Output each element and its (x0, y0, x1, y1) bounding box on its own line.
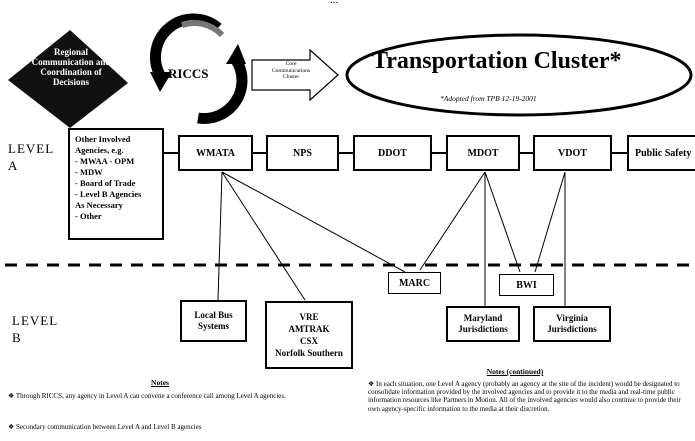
level-b-label: LEVEL B (12, 313, 59, 345)
nps-box: NPS (266, 135, 339, 171)
notes-continued-title: Notes (continued) (486, 367, 544, 376)
top-partial-text: ... (330, 0, 339, 6)
regional-coordination-badge: Regional Communication and Coordination … (31, 47, 111, 87)
notes-item-2: ❖ Secondary communication between Level … (8, 423, 202, 431)
wmata-box: WMATA (178, 135, 253, 171)
notes-item-1: ❖ Through RICCS, any agency in Level A c… (8, 392, 286, 400)
marc-box: MARC (388, 272, 441, 294)
bwi-box: BWI (499, 274, 554, 296)
ddot-box: DDOT (353, 135, 432, 171)
notes-title: Notes (151, 378, 169, 387)
mdot-box: MDOT (446, 135, 520, 171)
riccs-label: RICCS (168, 66, 209, 81)
local-bus-systems-box: Local Bus Systems (180, 300, 247, 342)
virginia-jurisdictions-box: Virginia Jurisdictions (533, 306, 611, 342)
maryland-jurisdictions-box: Maryland Jurisdictions (446, 306, 520, 342)
notes-continued-text: ❖ In each situation, one Level A agency … (368, 380, 681, 413)
vdot-box: VDOT (533, 135, 612, 171)
public-safety-box: Public Safety (627, 135, 695, 171)
vre-amtrak-csx-box: VRE AMTRAK CSX Norfolk Southern (265, 301, 353, 369)
page-subtitle: *Adopted from TPB 12-19-2001 (440, 94, 537, 103)
core-communications-arrow-label: Core Communications Cluster (271, 61, 311, 81)
other-involved-agencies-box: Other Involved Agencies, e.g. - MWAA - O… (68, 128, 164, 240)
page-title: Transportation Cluster* (372, 48, 622, 74)
level-a-label: LEVEL A (8, 141, 55, 173)
